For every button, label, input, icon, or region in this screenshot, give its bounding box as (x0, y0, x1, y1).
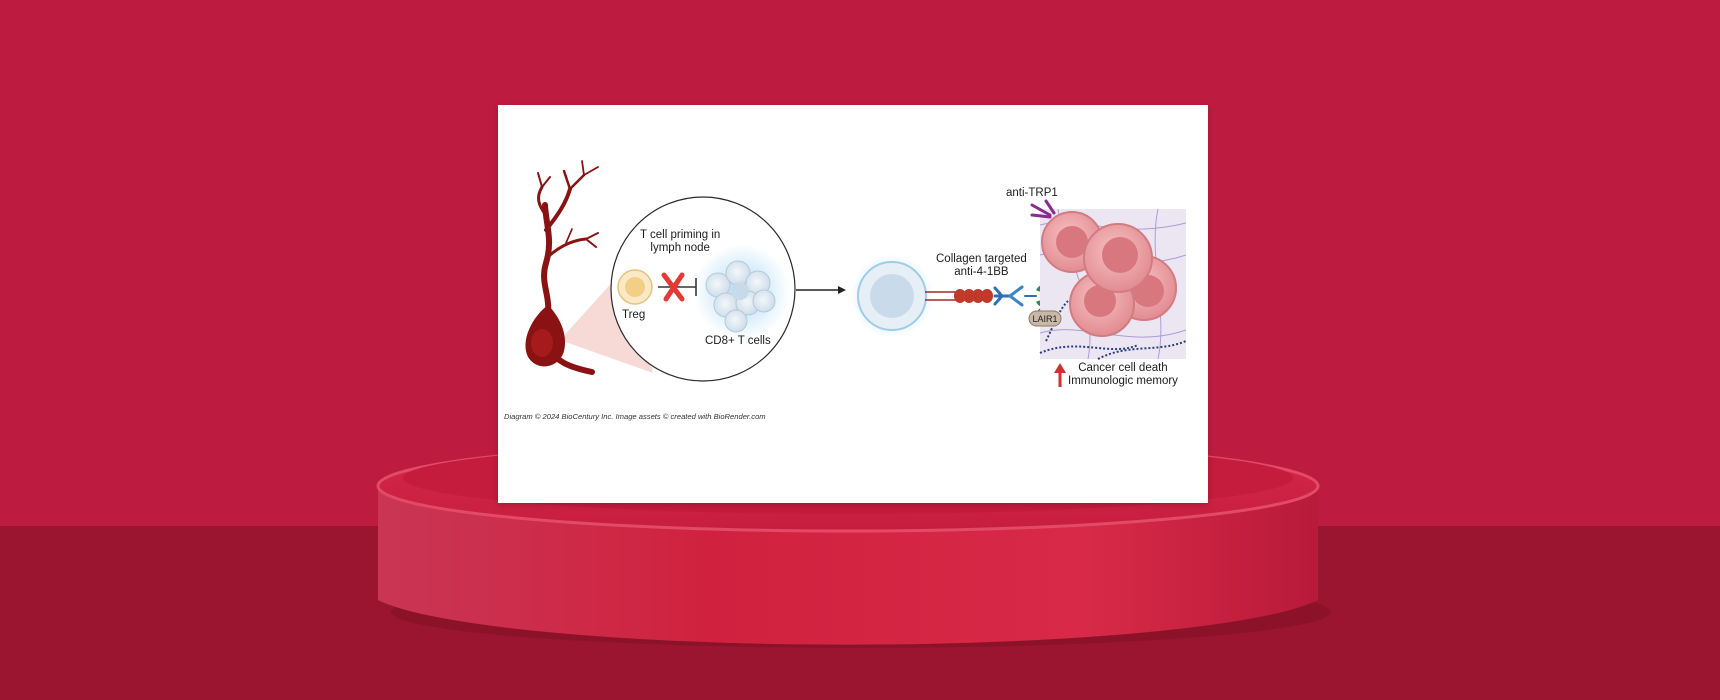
cancer-cell-cluster-icon (1041, 211, 1177, 337)
outcome-labels: Cancer cell death Immunologic memory (1068, 362, 1178, 388)
activated-t-cell-icon (850, 254, 934, 338)
diagram-artwork: LAIR1 (525, 160, 1187, 387)
outcome-immunologic-memory: Immunologic memory (1068, 375, 1178, 387)
neuron-soma (525, 305, 566, 367)
lair1-receptor-icon: LAIR1 (1028, 308, 1062, 327)
treg-cell-icon (617, 269, 653, 305)
diagram-card: LAIR1 T cell priming in lymph node Treg … (498, 105, 1208, 503)
increase-arrow-icon (1054, 363, 1066, 387)
priming-label-line-1: T cell priming in (640, 229, 721, 241)
arrow-right-icon (796, 286, 846, 294)
collagen-label: Collagen targeted anti-4-1BB (936, 253, 1027, 279)
collagen-label-line-2: anti-4-1BB (954, 266, 1009, 278)
cd8-label: CD8+ T cells (705, 335, 771, 347)
treg-label: Treg (622, 309, 646, 321)
block-x-icon (661, 272, 685, 302)
dendritic-cell-icon (537, 160, 599, 375)
credit-text: Diagram © 2024 BioCentury Inc. Image ass… (504, 412, 766, 421)
anti-trp1-label: anti-TRP1 (1006, 187, 1058, 199)
receptor-4-1bb-icon (925, 289, 993, 303)
cd8-t-cell-cluster-icon (694, 244, 790, 340)
anti-trp1-antibody-icon (1030, 199, 1056, 219)
lair1-label: LAIR1 (1032, 314, 1057, 324)
priming-label: T cell priming in lymph node (640, 229, 720, 255)
collagen-label-line-1: Collagen targeted (936, 253, 1027, 265)
priming-label-line-2: lymph node (650, 242, 710, 254)
outcome-cancer-cell-death: Cancer cell death (1078, 362, 1168, 374)
